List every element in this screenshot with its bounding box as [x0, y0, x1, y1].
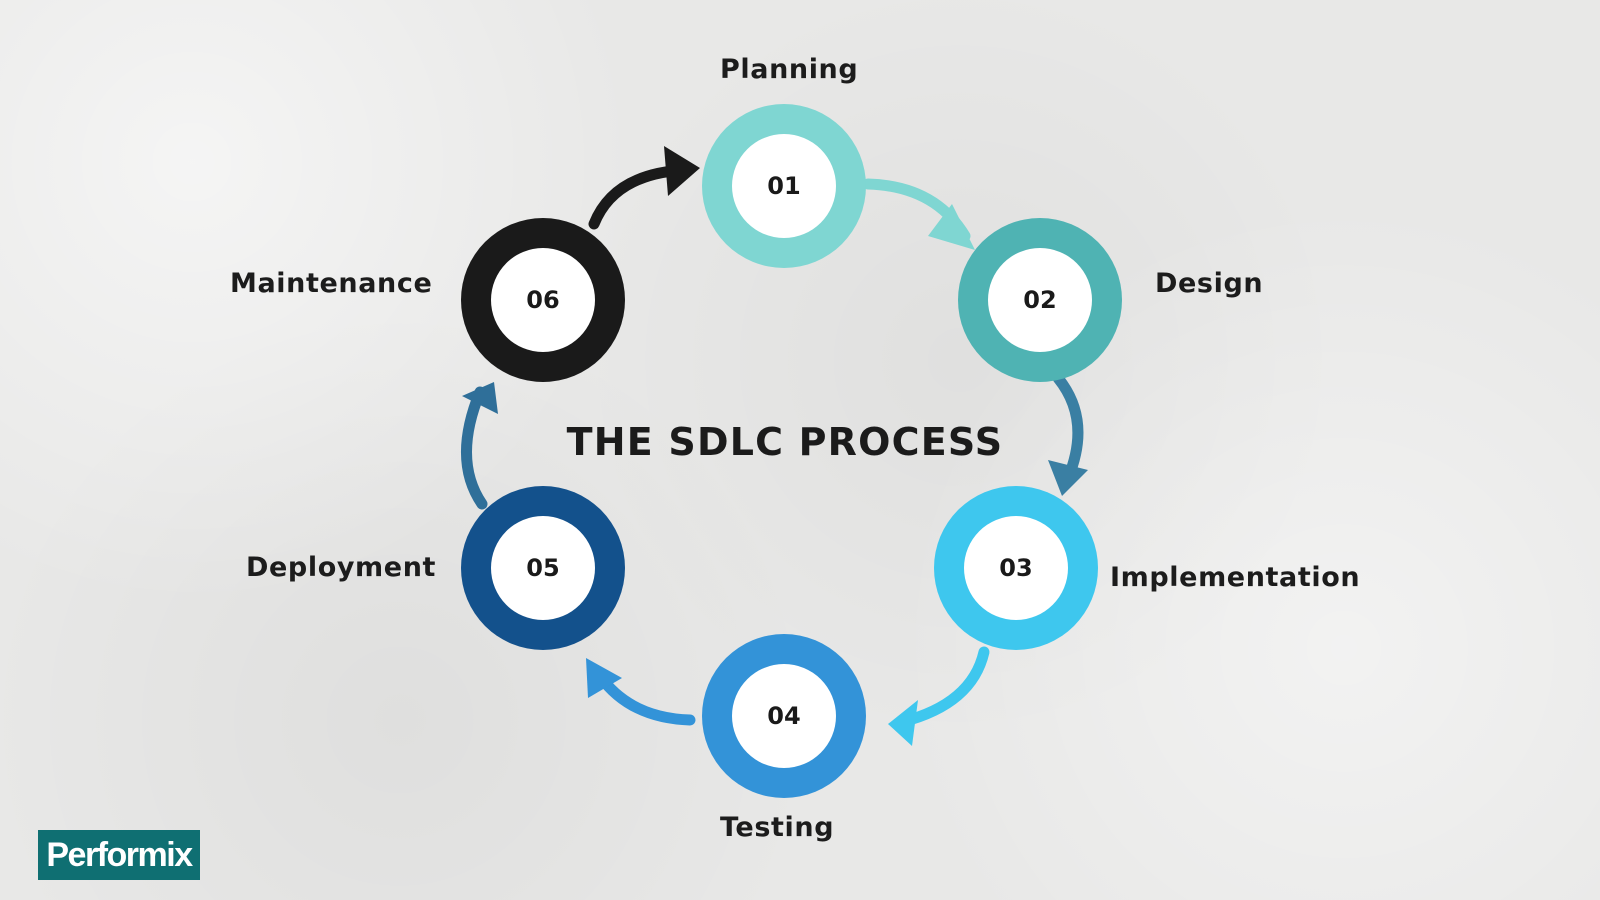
- cycle-arrow-3: [896, 646, 990, 728]
- cycle-arrow-2: [1052, 372, 1084, 484]
- step-label-implementation: Implementation: [1110, 562, 1361, 593]
- step-inner-design: [988, 248, 1092, 352]
- step-number-design: 02: [1023, 286, 1056, 314]
- diagram-title: THE SDLC PROCESS: [566, 420, 1004, 464]
- step-inner-implementation: [964, 516, 1068, 620]
- cycle-arrow-head-4: [586, 658, 622, 698]
- step-label-planning: Planning: [720, 54, 859, 85]
- step-number-testing: 04: [767, 702, 800, 730]
- step-node-design: 02: [958, 218, 1122, 382]
- step-number-implementation: 03: [999, 554, 1032, 582]
- step-node-testing: 04: [702, 634, 866, 798]
- step-node-planning: 01: [702, 104, 866, 268]
- cycle-arrow-head-5: [462, 382, 498, 414]
- step-inner-deployment: [491, 516, 595, 620]
- step-label-testing: Testing: [720, 812, 835, 843]
- step-number-planning: 01: [767, 172, 800, 200]
- step-inner-planning: [732, 134, 836, 238]
- performix-logo: Performix: [38, 830, 200, 880]
- cycle-arrow-5: [461, 386, 488, 510]
- step-inner-testing: [732, 664, 836, 768]
- cycle-arrow-head-6: [664, 146, 700, 196]
- step-number-deployment: 05: [526, 554, 559, 582]
- step-node-implementation: 03: [934, 486, 1098, 650]
- logo-wordmark: Performix: [46, 836, 193, 874]
- cycle-arrow-head-3: [888, 700, 918, 746]
- cycle-arrow-head-1: [928, 204, 975, 250]
- cycle-arrow-head-2: [1048, 460, 1088, 496]
- step-node-maintenance: 06: [461, 218, 625, 382]
- step-node-deployment: 05: [461, 486, 625, 650]
- step-number-maintenance: 06: [526, 286, 559, 314]
- step-inner-maintenance: [491, 248, 595, 352]
- step-label-maintenance: Maintenance: [230, 268, 433, 299]
- step-label-deployment: Deployment: [246, 552, 437, 583]
- step-label-design: Design: [1155, 268, 1264, 299]
